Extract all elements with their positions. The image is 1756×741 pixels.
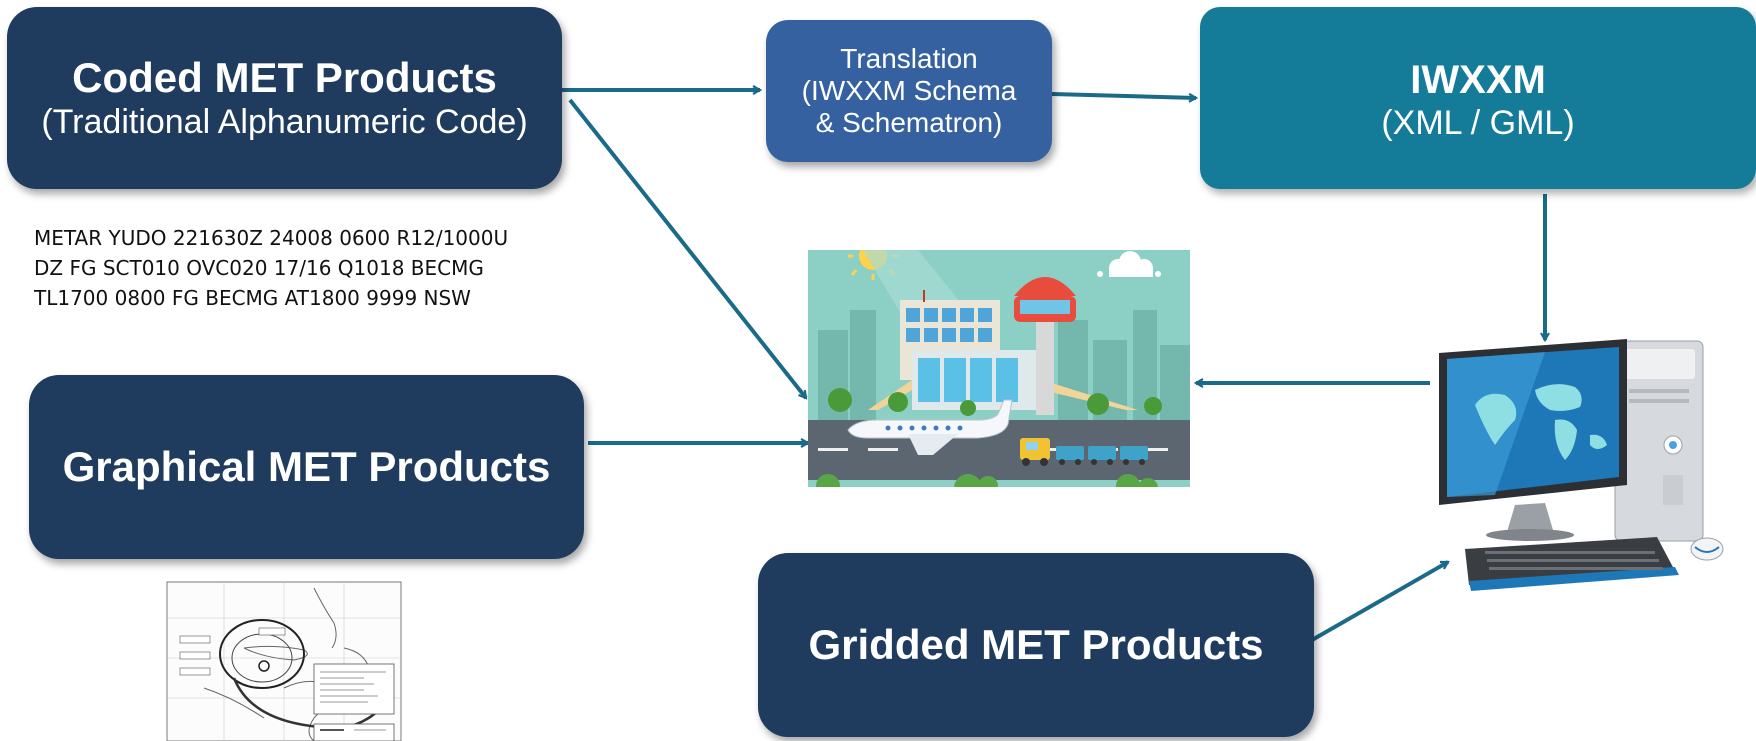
translation-line-1: Translation — [840, 43, 978, 74]
metar-line: DZ FG SCT010 OVC020 17/16 Q1018 BECMG — [34, 256, 484, 280]
airport-illustration — [808, 250, 1190, 487]
arrow-coded-to-airport — [568, 98, 808, 398]
iwxxm-box: IWXXM (XML / GML) — [1200, 7, 1756, 189]
iwxxm-subtitle: (XML / GML) — [1381, 104, 1575, 142]
arrow-gridded-to-computer — [1311, 560, 1448, 642]
iwxxm-title: IWXXM — [1410, 58, 1546, 102]
gridded-met-products-title: Gridded MET Products — [808, 621, 1264, 668]
desktop-computer-icon — [1439, 339, 1724, 591]
gridded-met-products-box: Gridded MET Products — [758, 553, 1314, 737]
coded-met-products-box: Coded MET Products (Traditional Alphanum… — [7, 7, 562, 189]
translation-box: Translation (IWXXM Schema & Schematron) — [766, 20, 1052, 162]
metar-line: TL1700 0800 FG BECMG AT1800 9999 NSW — [34, 286, 471, 310]
metar-example-text: METAR YUDO 221630Z 24008 0600 R12/1000U … — [34, 223, 594, 313]
coded-met-products-title: Coded MET Products — [72, 54, 497, 101]
graphical-met-products-box: Graphical MET Products — [29, 375, 584, 559]
graphical-met-products-title: Graphical MET Products — [62, 443, 551, 490]
arrow-translation-to-iwxxm — [1051, 92, 1196, 98]
coded-met-products-subtitle: (Traditional Alphanumeric Code) — [41, 103, 528, 141]
translation-line-3: & Schematron) — [815, 107, 1003, 138]
metar-line: METAR YUDO 221630Z 24008 0600 R12/1000U — [34, 226, 509, 250]
weather-chart-map — [164, 578, 404, 741]
translation-line-2: (IWXXM Schema — [801, 75, 1017, 106]
